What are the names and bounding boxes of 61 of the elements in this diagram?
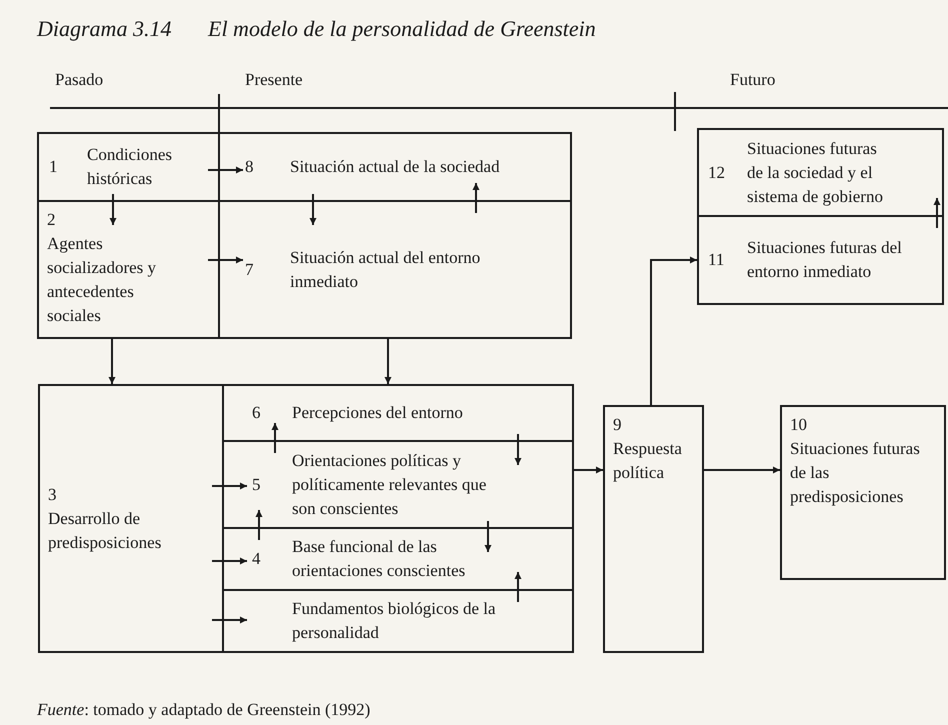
arrow [704,466,780,474]
process-box [37,132,220,202]
node-text: Situación actual del entorno inmediato [290,246,482,292]
arrow [212,616,247,624]
arrow [934,198,940,228]
node-number: 11 [708,249,726,271]
process-box [222,589,574,653]
arrow [272,423,278,453]
process-box [697,128,944,217]
arrow [650,256,697,405]
node-text: Situaciones futuras de la sociedad y el sistema de gobierno [747,138,884,208]
arrow [514,434,522,465]
node-number: 7 [245,258,254,280]
period-label: Futuro [730,70,776,90]
node-text: Fundamentos biológicos de la personalidad [292,598,497,644]
process-box [222,384,574,442]
arrow [212,558,247,564]
diagram-number: Diagrama 3.14 [37,16,172,42]
arrow [110,194,116,225]
node-number: 4 [252,548,262,570]
node-text: Situaciones futuras de las predisposiciones [790,438,920,508]
process-box [603,405,704,653]
arrow [384,339,392,384]
arrow [310,194,316,225]
process-box [780,405,946,580]
node-number: 10 [790,414,807,436]
arrow [212,482,247,490]
node-number: 6 [252,402,262,424]
node-text: Base funcional de las orientaciones conscientes [292,536,466,582]
process-box [37,200,220,339]
arrow [256,510,262,540]
node-number: 1 [49,156,58,178]
process-box [697,215,944,305]
arrow [514,572,522,602]
arrow [108,339,116,384]
node-number: 12 [708,162,726,184]
node-text: Desarrollo de predisposiciones [48,508,162,554]
node-text: Agentes socializadores y antecedentes sociales [47,233,158,327]
node-text: Orientaciones políticas y políticamente relevantes que son conscientes [292,450,488,520]
process-box [38,384,224,653]
node-text: Percepciones del entorno [292,402,463,424]
node-number: 2 [47,209,56,231]
arrow [574,466,603,474]
node-text: Respuesta política [613,438,683,484]
process-box [218,200,572,339]
node-text: Situación actual de la sociedad [290,156,500,178]
node-text: Situaciones futuras del entorno inmediato [747,237,903,283]
node-number: 8 [245,156,254,178]
arrow [472,183,480,213]
period-label: Presente [245,70,303,90]
diagram-title: El modelo de la personalidad de Greenstein [208,16,596,42]
arrow [484,521,492,552]
node-number: 3 [48,484,56,506]
node-number: 9 [613,414,622,436]
node-text: Condiciones históricas [87,144,173,190]
node-number: 5 [252,474,262,496]
arrow [208,166,243,174]
arrow [208,256,243,264]
process-box [218,132,572,202]
source-caption: Fuente: tomado y adaptado de Greenstein (1992) [37,700,370,720]
period-label: Pasado [55,70,104,90]
